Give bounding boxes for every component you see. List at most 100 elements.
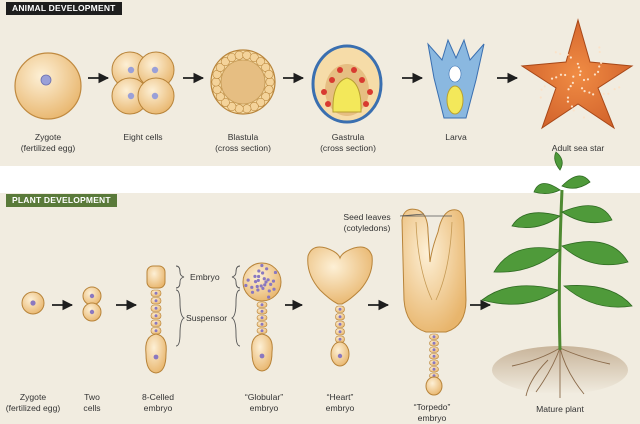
- suspensor-nucleus: [338, 322, 342, 326]
- spine-dot: [571, 81, 575, 84]
- globular-nucleus: [261, 271, 265, 275]
- globular-nucleus: [273, 270, 278, 275]
- spine-dot: [564, 73, 567, 77]
- globular-cells: [244, 263, 278, 299]
- spine-dot: [559, 52, 562, 55]
- label-line: Eight cells: [123, 132, 163, 142]
- spine-dot: [569, 56, 572, 59]
- plant-label-mature-plant: Mature plant: [536, 404, 584, 415]
- globular-nucleus: [259, 284, 263, 288]
- mesoderm-cell: [363, 101, 369, 107]
- mesoderm-cell: [321, 89, 327, 95]
- spine-dot: [607, 92, 610, 95]
- blastula-cell: [256, 97, 266, 107]
- globular-nucleus: [257, 274, 261, 279]
- eight-cells-embryo: [111, 51, 175, 115]
- suspensor-nucleus: [432, 335, 436, 339]
- blastula-cell: [220, 57, 230, 67]
- spine-dot: [598, 46, 601, 49]
- heart-embryo: [307, 246, 373, 367]
- label-line: (cotyledons): [343, 222, 391, 233]
- spine-dot: [596, 70, 600, 74]
- mesoderm-cell: [367, 89, 373, 95]
- spine-dot: [600, 61, 603, 64]
- suspensor-nucleus: [338, 315, 342, 319]
- suspensor-nucleus: [432, 354, 436, 358]
- mature-plant: [481, 151, 633, 398]
- blastula-cell: [265, 77, 275, 87]
- callout-seed-leaves: Seed leaves (cotyledons): [343, 212, 390, 233]
- suspensor-nucleus: [260, 309, 264, 313]
- suspensor-nucleus: [432, 348, 436, 352]
- larva: [427, 38, 485, 119]
- animal-development-header: ANIMAL DEVELOPMENT: [6, 2, 122, 15]
- spine-dot: [602, 92, 605, 96]
- blastula-cell: [261, 92, 271, 102]
- label-line: (cross section): [215, 142, 271, 153]
- blastula-cell: [242, 50, 252, 60]
- suspensor-nucleus: [154, 329, 158, 333]
- globular-nucleus: [250, 285, 254, 289]
- globular-nucleus: [267, 289, 271, 293]
- blastula-cell: [227, 52, 237, 62]
- label-line: (fertilized egg): [20, 142, 76, 153]
- label-line: 8-Celled: [141, 392, 175, 402]
- blastula-cell-ring: [211, 50, 275, 114]
- suspensor-nucleus: [260, 329, 264, 333]
- suspensor-nucleus: [338, 330, 342, 334]
- label-line: (fertilized egg): [5, 402, 61, 413]
- globular-nucleus: [253, 280, 258, 284]
- globular-nucleus: [261, 286, 265, 291]
- suspensor-nucleus: [154, 321, 158, 325]
- plant-label-heart: “Heart” embryo: [326, 392, 355, 413]
- two-cells-embryo: [82, 286, 102, 322]
- spine-dot: [598, 65, 601, 68]
- globular-nucleus: [271, 279, 276, 283]
- blastula-cell: [220, 97, 230, 107]
- suspensor-8-celled: [150, 289, 162, 335]
- spine-dot: [572, 109, 575, 112]
- animal-label-adult-sea-star: Adult sea star: [552, 143, 605, 154]
- spine-dot: [540, 88, 543, 91]
- spine-dot: [569, 85, 572, 88]
- globular-nucleus: [262, 277, 266, 281]
- plant-leaves: [481, 151, 633, 308]
- label-line: Zygote: [19, 392, 47, 402]
- label-line: Two: [84, 392, 100, 402]
- sea-star-spines: [539, 46, 621, 119]
- suspensor-nucleus: [260, 322, 264, 326]
- plant-roots: [511, 347, 611, 398]
- blastula-cell: [215, 62, 225, 72]
- mesoderm-cell: [325, 101, 331, 107]
- spine-dot: [567, 88, 570, 91]
- blastula-cell: [264, 69, 274, 79]
- bracket-callouts: [175, 265, 241, 347]
- blastula-cell: [249, 52, 259, 62]
- mesoderm-cell: [351, 67, 357, 73]
- globular-embryo: [242, 262, 282, 372]
- globular-nucleus: [263, 283, 267, 287]
- plant-label-two-cells: Two cells: [83, 392, 100, 413]
- spine-dot: [583, 90, 586, 93]
- suspensor-nucleus: [338, 337, 342, 341]
- spine-dot: [592, 93, 595, 96]
- blastula-cell: [211, 77, 221, 87]
- plant-zygote-cell: [21, 291, 45, 315]
- spine-dot: [555, 76, 558, 79]
- callout-embryo: Embryo: [190, 272, 220, 282]
- spine-dot: [570, 105, 574, 108]
- plant-development-header: PLANT DEVELOPMENT: [6, 194, 117, 207]
- globular-nucleus: [266, 278, 270, 282]
- adult-sea-star: [520, 18, 634, 130]
- spine-dot: [588, 91, 591, 94]
- globular-nucleus: [265, 267, 269, 271]
- blastula-cell: [234, 50, 244, 60]
- spine-dot: [593, 73, 597, 76]
- globular-nucleus: [257, 269, 261, 273]
- spine-dot: [582, 116, 586, 119]
- spine-dot: [582, 78, 586, 82]
- spine-dot: [576, 62, 579, 65]
- spine-dot: [618, 86, 621, 89]
- suspensor-nucleus: [260, 303, 264, 307]
- label-line: Adult sea star: [551, 143, 605, 153]
